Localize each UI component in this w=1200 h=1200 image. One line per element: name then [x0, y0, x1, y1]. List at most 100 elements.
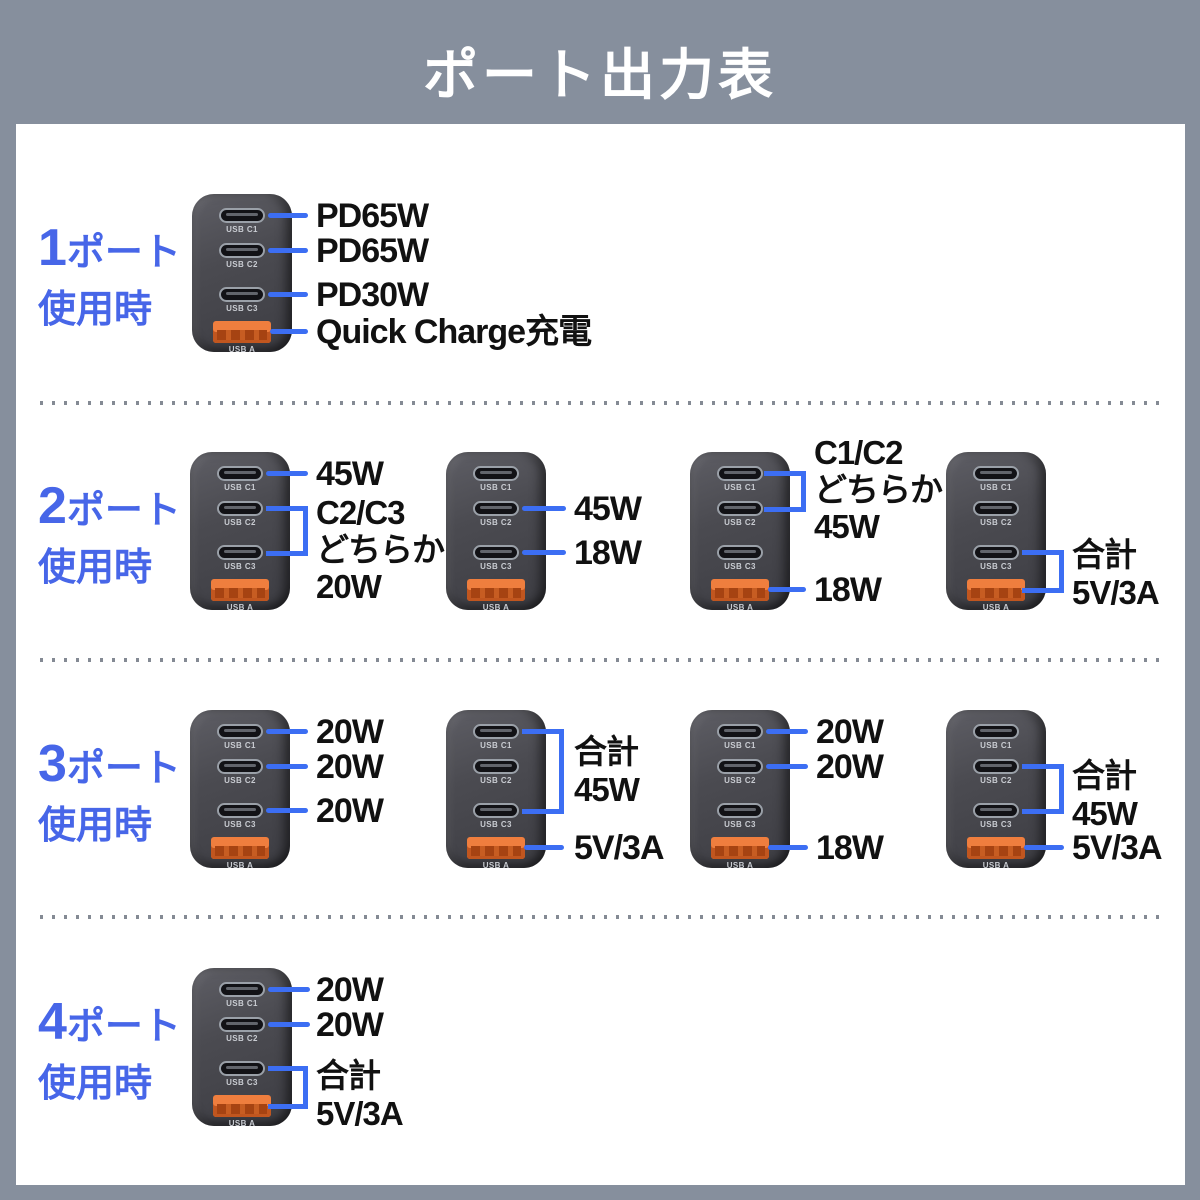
output-label-line: 合計: [1072, 536, 1137, 573]
bracket: [522, 729, 564, 814]
usb-a-port: [711, 837, 769, 859]
usb-c2-port-label: USB C2: [980, 776, 1012, 785]
connector-line: [266, 764, 308, 769]
usb-a-contact: [715, 846, 765, 856]
usb-c3-port: [219, 287, 265, 302]
row-line2: 使用時: [38, 289, 153, 331]
usb-c1-port-label: USB C1: [980, 483, 1012, 492]
charger-photo: USB C1 USB C2 USB C3 USB A: [446, 452, 546, 612]
usb-a-port-label: USB A: [228, 1119, 256, 1128]
page-title: ポート出力表: [422, 44, 777, 106]
connector-line: [268, 1022, 310, 1027]
usb-a-contact: [217, 330, 267, 340]
usb-c2-port-label: USB C2: [224, 518, 256, 527]
output-label-group: C2/C3 どちらか 20W: [316, 494, 445, 605]
usb-c3-port-label: USB C3: [724, 562, 756, 571]
output-label: 20W: [316, 748, 384, 786]
usb-c3-port-label: USB C3: [980, 820, 1012, 829]
output-label-line: C2/C3: [316, 494, 406, 531]
usb-a-contact: [971, 846, 1021, 856]
row-line2: 使用時: [38, 805, 153, 847]
usb-c2-port: [973, 501, 1019, 516]
row-unit: ポート: [66, 1006, 181, 1048]
output-label: 5V/3A: [1072, 829, 1162, 867]
row-number: 1: [38, 219, 67, 277]
usb-a-contact: [971, 588, 1021, 598]
usb-c3-port: [973, 803, 1019, 818]
usb-a-port: [213, 321, 271, 343]
connector-line: [266, 729, 308, 734]
output-label-line: 20W: [316, 568, 382, 605]
dotted-separator: [40, 915, 1162, 919]
connector-line: [766, 764, 808, 769]
charger-photo: USB C1 USB C2 USB C3 USB A: [190, 452, 290, 612]
dotted-separator: [40, 401, 1162, 405]
usb-c1-port-label: USB C1: [224, 741, 256, 750]
usb-c1-port: [219, 982, 265, 997]
output-label: 20W: [816, 748, 884, 786]
usb-c3-port-label: USB C3: [980, 562, 1012, 571]
output-label: PD65W: [316, 232, 429, 270]
output-label-line: 合計: [1072, 757, 1137, 794]
usb-c2-port: [219, 1017, 265, 1032]
output-label-line: C1/C2: [814, 434, 904, 471]
usb-c1-port: [217, 724, 263, 739]
output-label-group: 合計 5V/3A: [316, 1057, 404, 1133]
usb-c3-port: [217, 545, 263, 560]
connector-line: [266, 471, 308, 476]
row-unit: ポート: [66, 232, 181, 274]
usb-a-port-label: USB A: [482, 603, 510, 612]
row-label-1port: 1ポート 使用時: [38, 222, 181, 333]
row-number: 4: [38, 993, 67, 1051]
connector-line: [766, 729, 808, 734]
usb-a-port-label: USB A: [982, 861, 1010, 870]
usb-c2-port-label: USB C2: [724, 776, 756, 785]
usb-c1-port-label: USB C1: [224, 483, 256, 492]
usb-c3-port: [973, 545, 1019, 560]
connector-line: [266, 808, 308, 813]
usb-a-port: [467, 579, 525, 601]
row-unit: ポート: [66, 748, 181, 790]
row-number: 2: [38, 477, 67, 535]
charger-photo: USB C1 USB C2 USB C3 USB A: [192, 968, 292, 1128]
charger-photo: USB C1 USB C2 USB C3 USB A: [446, 710, 546, 870]
charger-photo: USB C1 USB C2 USB C3 USB A: [946, 710, 1046, 870]
usb-c2-port-label: USB C2: [480, 518, 512, 527]
output-label: 18W: [814, 571, 882, 609]
usb-c2-port: [717, 501, 763, 516]
output-label-line: 5V/3A: [316, 1095, 404, 1132]
usb-c2-port: [717, 759, 763, 774]
usb-c1-port-label: USB C1: [226, 999, 258, 1008]
usb-c2-port-label: USB C2: [480, 776, 512, 785]
usb-a-contact: [715, 588, 765, 598]
connector-line: [268, 987, 310, 992]
usb-c1-port: [973, 466, 1019, 481]
usb-a-port: [967, 579, 1025, 601]
output-label-line: どちらか: [814, 471, 943, 508]
usb-a-port-label: USB A: [726, 861, 754, 870]
output-label-line: どちらか: [316, 531, 445, 568]
usb-c2-port: [473, 759, 519, 774]
usb-a-contact: [471, 846, 521, 856]
usb-c1-port-label: USB C1: [724, 741, 756, 750]
usb-c3-port-label: USB C3: [724, 820, 756, 829]
bracket: [1022, 764, 1064, 814]
connector-line: [522, 506, 566, 511]
usb-a-port-label: USB A: [982, 603, 1010, 612]
usb-c1-port: [473, 724, 519, 739]
usb-a-contact: [215, 588, 265, 598]
usb-a-contact: [215, 846, 265, 856]
usb-a-port-label: USB A: [228, 345, 256, 354]
output-label: PD65W: [316, 197, 429, 235]
output-label: 20W: [316, 971, 384, 1009]
usb-a-port: [711, 579, 769, 601]
output-label: 20W: [816, 713, 884, 751]
bracket: [268, 1066, 308, 1109]
connector-line: [524, 845, 564, 850]
output-label: 45W: [316, 455, 384, 493]
charger-photo: USB C1 USB C2 USB C3 USB A: [192, 194, 292, 354]
usb-c3-port-label: USB C3: [480, 820, 512, 829]
output-label-group: C1/C2 どちらか 45W: [814, 434, 943, 545]
connector-line: [268, 213, 308, 218]
usb-a-port: [211, 837, 269, 859]
